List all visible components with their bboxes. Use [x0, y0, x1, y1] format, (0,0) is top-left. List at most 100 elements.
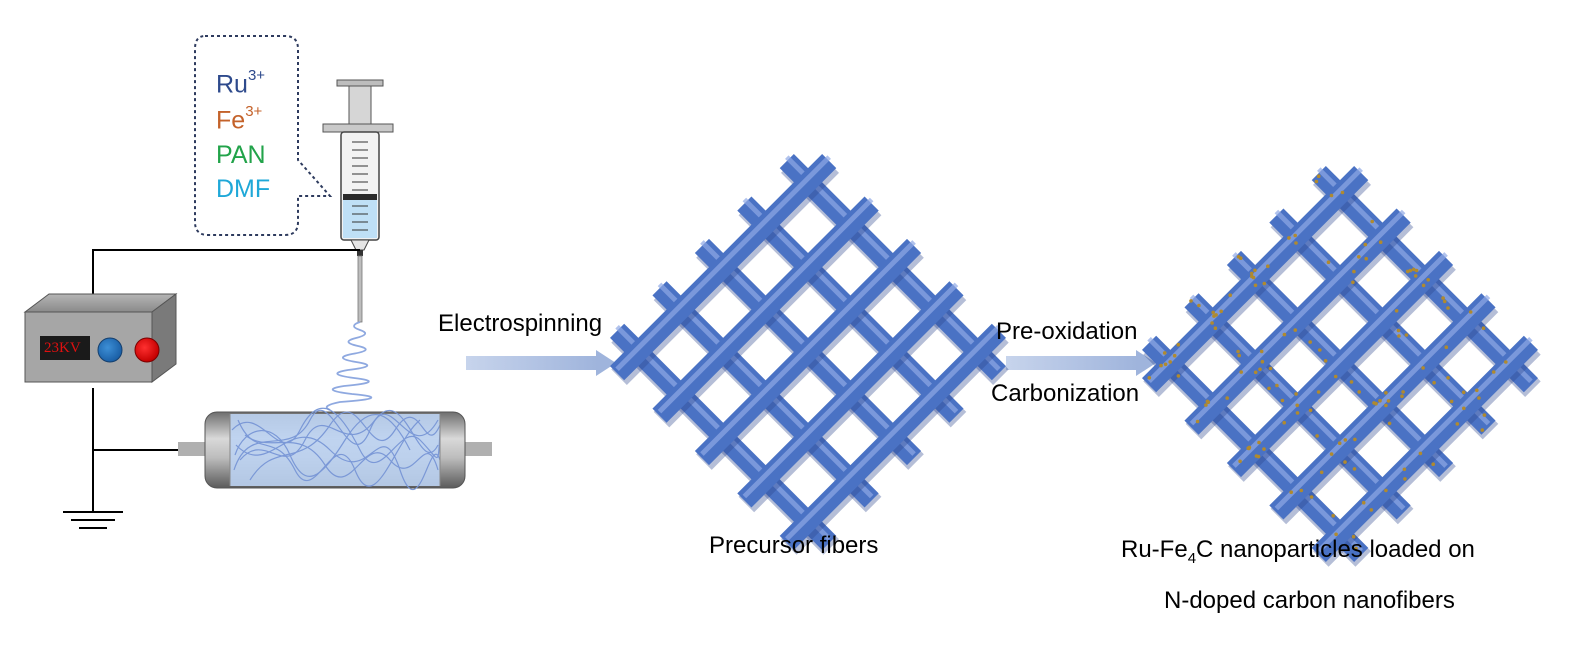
nanoparticle — [1316, 390, 1321, 394]
nanoparticle — [1172, 353, 1177, 358]
blue-button — [97, 337, 123, 363]
nanoparticle — [1280, 398, 1285, 403]
mesh1-fiber-b1-highlight — [657, 197, 874, 414]
nanoparticle — [1236, 349, 1240, 354]
nanoparticle — [1268, 366, 1273, 371]
mesh1-fiber-b3-highlight — [742, 282, 959, 499]
nanoparticle — [1247, 445, 1252, 450]
nanoparticle — [1400, 394, 1404, 399]
final-product-caption-line1: Ru-Fe4C nanoparticles loaded on — [1121, 536, 1475, 567]
nanoparticle — [1386, 399, 1391, 403]
precursor-fibers-caption: Precursor fibers — [709, 532, 879, 559]
nanoparticle — [1189, 299, 1193, 303]
nanoparticle — [1343, 460, 1347, 464]
ion-fe-symbol: Fe — [216, 106, 246, 135]
nanoparticle — [1421, 366, 1425, 370]
nanoparticle — [1396, 328, 1401, 333]
nanoparticle — [1357, 390, 1361, 394]
nanoparticle — [1260, 359, 1265, 364]
mesh1-fiber-b0-highlight — [615, 155, 831, 371]
nanoparticle — [1319, 470, 1324, 475]
nanoparticle — [1401, 390, 1405, 394]
nanoparticle — [1295, 411, 1300, 415]
nanoparticle — [1352, 467, 1357, 471]
nanoparticle — [1364, 256, 1368, 261]
nanoparticle — [1337, 441, 1342, 446]
final-suffix: C nanoparticles loaded on — [1196, 536, 1475, 563]
nanoparticle — [1397, 334, 1401, 338]
ion-pan: PAN — [216, 141, 266, 170]
mesh2-fiber-b2 — [1226, 250, 1454, 478]
nanoparticle — [1159, 363, 1163, 368]
nanoparticle — [1378, 240, 1383, 244]
nanoparticle — [1259, 349, 1264, 354]
voltage-display — [40, 336, 90, 360]
ground-icon — [63, 511, 123, 529]
nanoparticle — [1228, 293, 1232, 298]
nanoparticle — [1504, 360, 1508, 364]
ion-ru-symbol: Ru — [216, 70, 248, 99]
nanoparticle — [1446, 376, 1450, 380]
nanoparticle — [1282, 420, 1286, 425]
nanoparticle — [1352, 269, 1356, 274]
wires — [92, 249, 360, 512]
nanoparticle — [1455, 422, 1460, 426]
ion-ru: Ru3+ — [216, 67, 265, 99]
nanoparticle — [1293, 328, 1298, 332]
nanoparticle — [1211, 310, 1215, 315]
mesh2-fiber-b1 — [1184, 208, 1411, 435]
nanoparticle — [1329, 452, 1334, 456]
nanoparticle — [1308, 408, 1313, 413]
polymer-jet — [325, 321, 373, 411]
nanoparticle — [1329, 193, 1334, 198]
mesh1-fiber-b2-highlight — [700, 240, 916, 456]
nanoparticle — [1418, 451, 1423, 456]
step-electrospinning-label: Electrospinning — [438, 310, 603, 337]
nanoparticle — [1403, 477, 1407, 481]
ion-dmf-symbol: DMF — [216, 175, 271, 203]
nanoparticle — [1331, 513, 1335, 518]
nanoparticle — [1441, 296, 1445, 300]
nanoparticle — [1444, 345, 1449, 350]
nanoparticle — [1482, 413, 1487, 417]
step-carbonization-label: Carbonization — [991, 380, 1140, 407]
mesh1-fiber-b3 — [737, 281, 964, 508]
nanoparticle — [1431, 462, 1435, 467]
nanoparticle — [1351, 534, 1356, 539]
nanoparticle — [1481, 326, 1486, 331]
nanoparticle — [1168, 360, 1172, 364]
nanoparticle — [1404, 333, 1409, 337]
arrow-carbonization — [1006, 350, 1156, 376]
nanoparticle — [1384, 488, 1388, 493]
nanoparticle — [1333, 374, 1338, 379]
nanoparticle — [1384, 403, 1388, 408]
nanoparticle — [1210, 321, 1214, 325]
nanoparticle — [1147, 376, 1152, 380]
nanoparticle — [1475, 388, 1479, 393]
mesh2-fiber-b4 — [1311, 335, 1538, 562]
nanoparticle — [1295, 403, 1299, 408]
nanoparticle — [1225, 396, 1229, 400]
nanoparticle — [1282, 332, 1287, 337]
nanoparticle — [1477, 396, 1481, 400]
nanoparticle — [1353, 437, 1357, 442]
nanoparticle — [1258, 367, 1262, 372]
nanoparticle — [1426, 278, 1430, 282]
nanoparticle — [1213, 326, 1218, 331]
nanoparticle — [1294, 241, 1298, 245]
nanoparticle — [1461, 390, 1466, 395]
nanoparticle — [1462, 406, 1466, 411]
nanoparticle — [1480, 428, 1485, 432]
mesh1-fiber-b1 — [652, 196, 879, 423]
nanoparticle — [1432, 380, 1436, 385]
nanoparticle — [1253, 283, 1258, 288]
nanoparticle — [1176, 342, 1181, 347]
mesh2-fiber-b1-highlight — [1189, 209, 1406, 426]
nanoparticle — [1334, 532, 1338, 537]
nanoparticle — [1491, 370, 1496, 374]
nanoparticle — [1384, 391, 1388, 395]
nanoparticle — [1267, 386, 1271, 391]
nanoparticle — [1195, 419, 1200, 424]
nanoparticle — [1299, 488, 1304, 493]
